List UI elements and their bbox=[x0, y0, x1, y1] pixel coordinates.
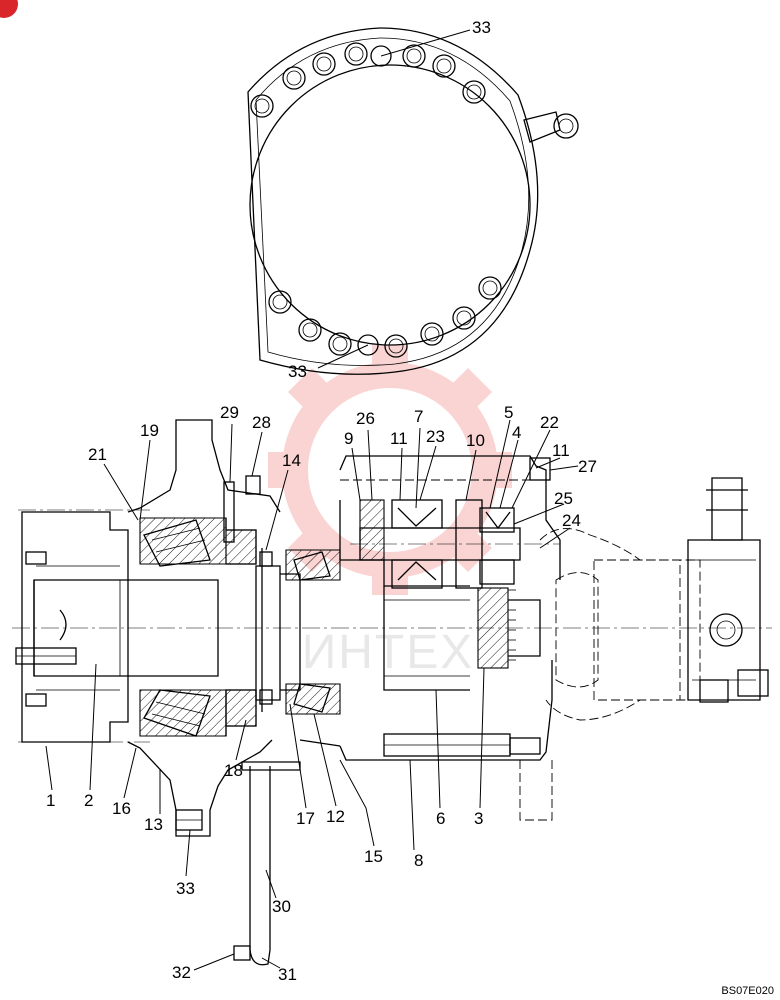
bolt-hole bbox=[432, 54, 456, 78]
bolt-hole bbox=[402, 44, 426, 68]
callout-18: 18 bbox=[224, 761, 243, 780]
callout-30: 30 bbox=[272, 897, 291, 916]
bolt-hole-inner bbox=[388, 338, 404, 354]
bolt-hole bbox=[298, 318, 322, 342]
bolt-hole-inner bbox=[466, 84, 482, 100]
callout-22: 22 bbox=[540, 413, 559, 432]
callout-26: 26 bbox=[356, 409, 375, 428]
bolt-hole bbox=[282, 66, 306, 90]
bolt-hole bbox=[478, 276, 502, 300]
bolt-hole-inner bbox=[302, 322, 318, 338]
callout-labels: 33 33 29 28 19 21 14 26 9 7 11 23 10 5 4… bbox=[46, 18, 597, 984]
bolt-hole-inner bbox=[286, 70, 302, 86]
callout-27: 27 bbox=[578, 457, 597, 476]
callout-3: 3 bbox=[474, 809, 483, 828]
figure-code: BS07E020 bbox=[721, 985, 774, 997]
bolt-hole-inner bbox=[348, 46, 364, 62]
bolt-hole bbox=[420, 322, 444, 346]
callout-11b: 11 bbox=[552, 441, 570, 460]
flange-plate-top-view bbox=[247, 27, 579, 375]
corner-badge bbox=[0, 0, 18, 18]
bolt-hole bbox=[328, 332, 352, 356]
callout-16: 16 bbox=[112, 799, 131, 818]
bolt-hole bbox=[344, 42, 368, 66]
callout-21: 21 bbox=[88, 445, 107, 464]
callout-24: 24 bbox=[562, 511, 581, 530]
callout-31: 31 bbox=[278, 965, 297, 984]
callout-6: 6 bbox=[436, 809, 445, 828]
bolt-hole-inner bbox=[272, 294, 288, 310]
bolt-hole bbox=[312, 52, 336, 76]
callout-leaders bbox=[45, 29, 579, 971]
bolt-hole-inner bbox=[254, 98, 270, 114]
watermark-logo: ИНТЕХ bbox=[268, 345, 512, 679]
bolt-hole-inner bbox=[424, 326, 440, 342]
callout-19: 19 bbox=[140, 421, 159, 440]
callout-17: 17 bbox=[296, 809, 315, 828]
callout-13: 13 bbox=[144, 815, 163, 834]
callout-14: 14 bbox=[282, 451, 301, 470]
callout-32: 32 bbox=[172, 963, 191, 982]
callout-5: 5 bbox=[504, 403, 513, 422]
callout-1: 1 bbox=[46, 791, 55, 810]
callout-9: 9 bbox=[344, 429, 353, 448]
bolt-hole-inner bbox=[332, 336, 348, 352]
bolt-hole bbox=[462, 80, 486, 104]
callout-mid-33: 33 bbox=[288, 362, 307, 381]
motor-section-view bbox=[12, 419, 772, 966]
watermark-text: ИНТЕХ bbox=[302, 626, 475, 679]
bolt-hole-inner bbox=[456, 310, 472, 326]
callout-2: 2 bbox=[84, 791, 93, 810]
callout-23: 23 bbox=[426, 427, 445, 446]
callout-8: 8 bbox=[414, 851, 423, 870]
callout-15: 15 bbox=[364, 847, 383, 866]
bolt-hole-inner bbox=[482, 280, 498, 296]
callout-top-33: 33 bbox=[472, 18, 491, 37]
bolt-hole-inner bbox=[406, 48, 422, 64]
callout-11a: 11 bbox=[390, 429, 408, 448]
bolt-hole bbox=[452, 306, 476, 330]
callout-12: 12 bbox=[326, 807, 345, 826]
callout-10: 10 bbox=[466, 431, 485, 450]
bolt-hole bbox=[268, 290, 292, 314]
callout-4: 4 bbox=[512, 423, 521, 442]
bolt-hole bbox=[384, 334, 408, 358]
bolt-hole-inner bbox=[436, 58, 452, 74]
bolt-hole-inner bbox=[316, 56, 332, 72]
callout-25: 25 bbox=[554, 489, 573, 508]
callout-bot-33: 33 bbox=[176, 879, 195, 898]
callout-28: 28 bbox=[252, 413, 271, 432]
callout-7: 7 bbox=[414, 407, 423, 426]
callout-29: 29 bbox=[220, 403, 239, 422]
bolt-hole bbox=[250, 94, 274, 118]
